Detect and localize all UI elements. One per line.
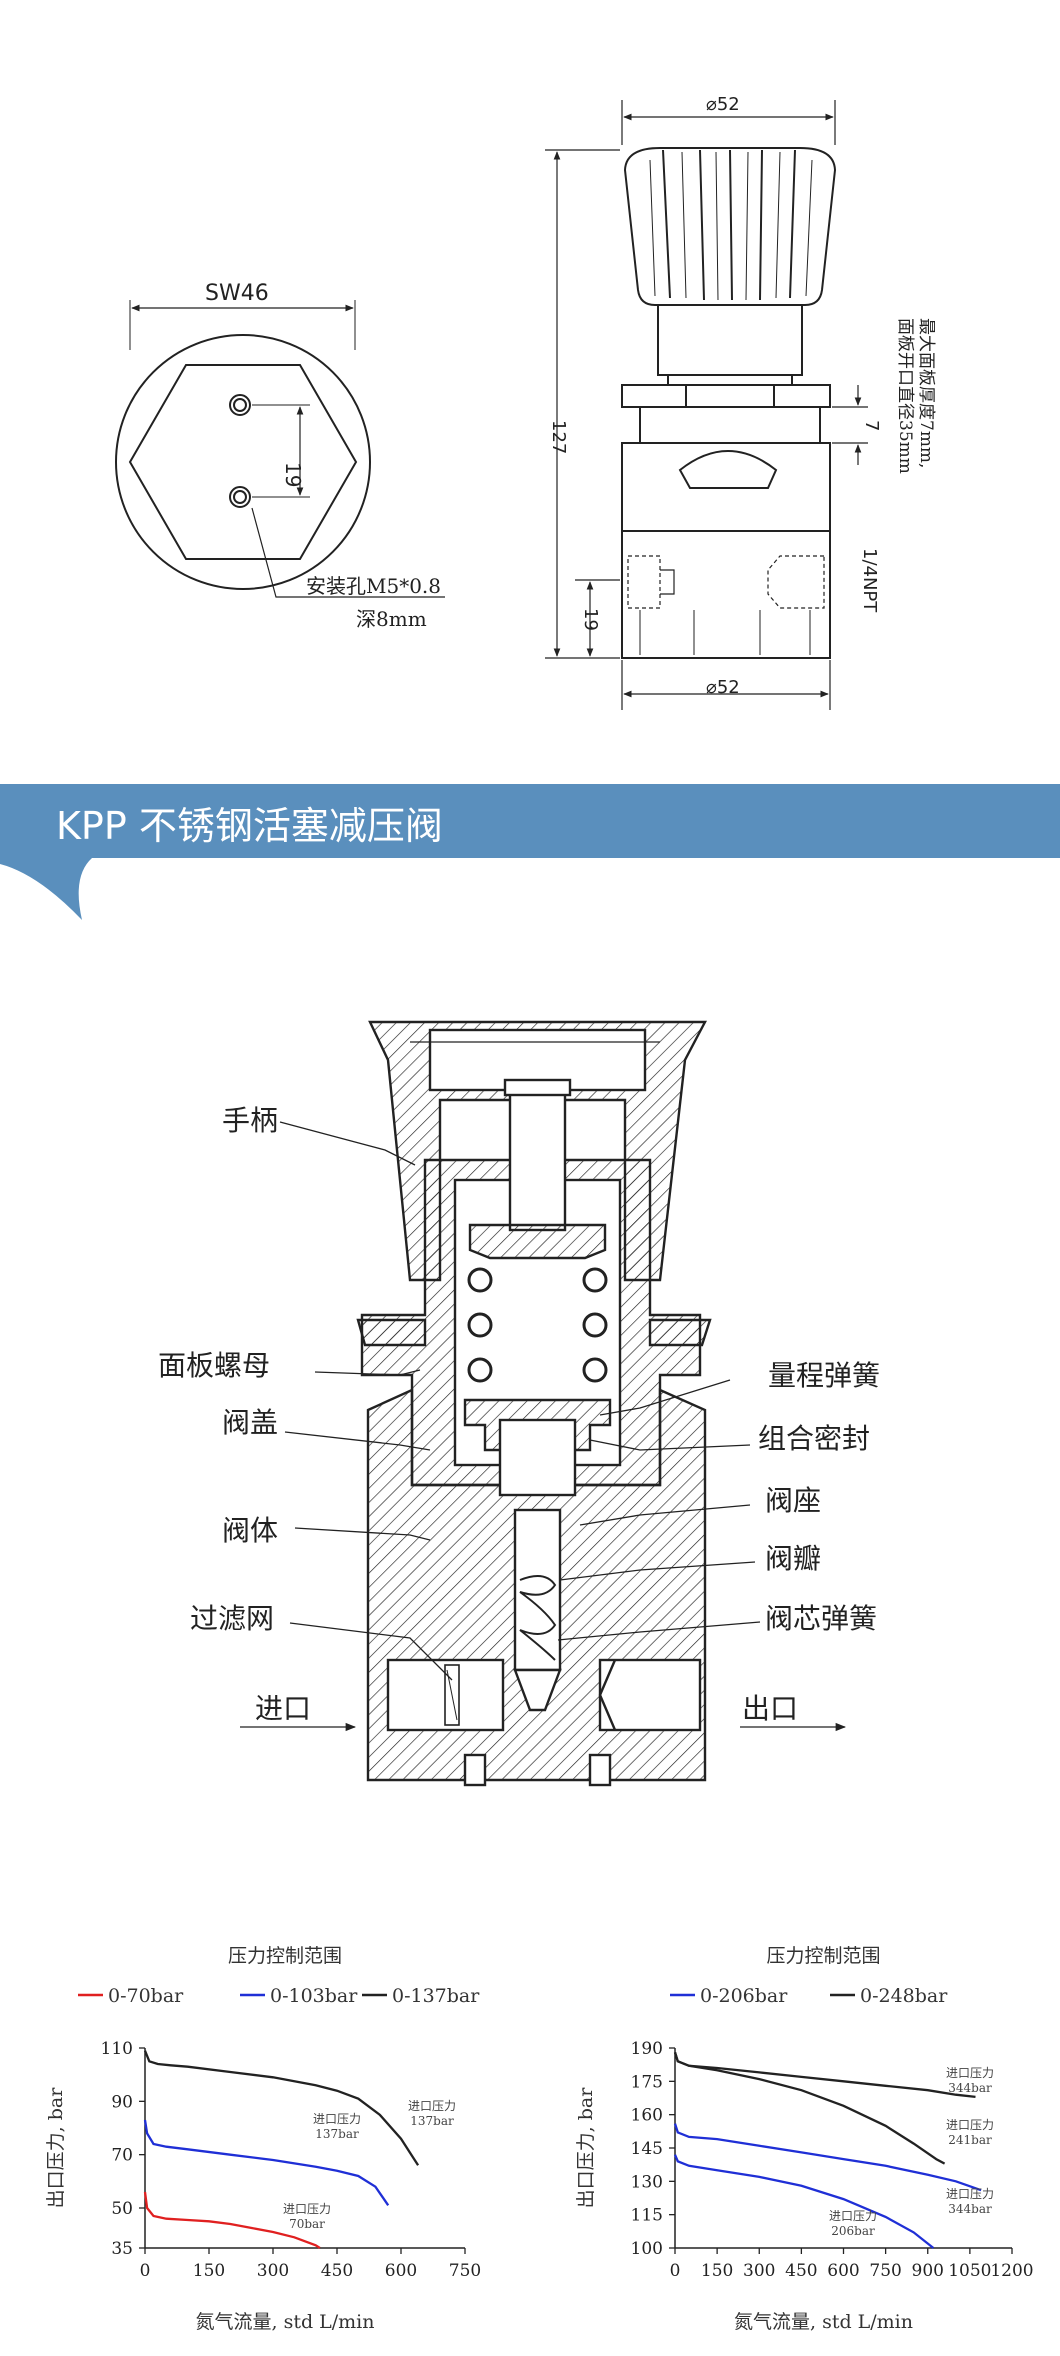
y-tick-label: 70 xyxy=(111,2146,133,2166)
series-annotation: 进口压力 xyxy=(283,2202,331,2216)
series-annotation: 进口压力 xyxy=(829,2209,877,2223)
series-line xyxy=(143,2050,420,2166)
section-banner xyxy=(0,784,1060,858)
series-line xyxy=(143,2191,321,2249)
y-axis-label: 出口压力, bar xyxy=(575,2087,597,2209)
port-height-label: 19 xyxy=(580,608,601,631)
series-annotation: 241bar xyxy=(948,2133,992,2147)
spacing-label: 19 xyxy=(281,462,305,487)
x-axis-label: 氮气流量, std L/min xyxy=(734,2311,913,2333)
label-poppet-spring: 阀芯弹簧 xyxy=(765,1602,877,1635)
y-tick-label: 115 xyxy=(631,2206,663,2226)
dimension-drawings: SW46 19 安装孔M5*0.8 深8mm xyxy=(115,94,936,710)
series-annotation: 344bar xyxy=(948,2081,992,2095)
series-line xyxy=(673,2052,976,2099)
series-annotation: 70bar xyxy=(289,2217,325,2231)
series-annotation: 344bar xyxy=(948,2202,992,2216)
x-tick-label: 450 xyxy=(321,2261,353,2281)
x-tick-label: 450 xyxy=(785,2261,817,2281)
y-tick-label: 50 xyxy=(111,2199,133,2219)
x-axis-label: 氮气流量, std L/min xyxy=(195,2311,374,2333)
label-inlet: 进口 xyxy=(255,1692,311,1725)
series-line xyxy=(143,2119,390,2206)
label-body: 阀体 xyxy=(222,1514,278,1547)
legend-label: 0-70bar xyxy=(108,1985,184,2007)
label-range-spring: 量程弹簧 xyxy=(768,1359,880,1392)
label-seat: 阀座 xyxy=(765,1484,821,1517)
y-tick-label: 160 xyxy=(631,2106,663,2126)
section-title: KPP 不锈钢活塞减压阀 xyxy=(56,804,443,848)
label-seal: 组合密封 xyxy=(758,1422,870,1455)
panel-note-1: 最大面板厚度7mm, xyxy=(916,318,936,468)
label-poppet: 阀瓣 xyxy=(765,1542,821,1575)
banner-tail-decoration xyxy=(0,858,92,920)
y-axis-label: 出口压力, bar xyxy=(45,2087,67,2209)
series-annotation: 进口压力 xyxy=(946,2118,994,2132)
mount-hole-label: 安装孔M5*0.8 xyxy=(306,574,441,598)
chart-title: 压力控制范围 xyxy=(766,1945,880,1967)
bottom-diameter-label: ⌀52 xyxy=(706,677,740,698)
label-outlet: 出口 xyxy=(742,1692,798,1725)
series-line xyxy=(673,2123,982,2192)
x-tick-label: 150 xyxy=(701,2261,733,2281)
y-tick-label: 190 xyxy=(631,2039,663,2059)
y-tick-label: 90 xyxy=(111,2092,133,2112)
series-line xyxy=(673,2154,935,2249)
y-tick-label: 35 xyxy=(111,2239,133,2259)
x-tick-label: 150 xyxy=(193,2261,225,2281)
y-tick-label: 100 xyxy=(631,2239,663,2259)
label-filter: 过滤网 xyxy=(190,1602,274,1635)
chart-title: 压力控制范围 xyxy=(228,1945,342,1967)
side-view-dimensions xyxy=(545,100,868,710)
mount-depth-label: 深8mm xyxy=(356,607,427,631)
y-tick-label: 145 xyxy=(631,2139,663,2159)
x-tick-label: 750 xyxy=(869,2261,901,2281)
label-panel-nut: 面板螺母 xyxy=(158,1349,270,1382)
legend-label: 0-103bar xyxy=(270,1985,358,2007)
x-tick-label: 300 xyxy=(257,2261,289,2281)
top-diameter-label: ⌀52 xyxy=(706,94,740,115)
series-line xyxy=(673,2052,946,2165)
x-tick-label: 1050 xyxy=(948,2261,991,2281)
pressure-chart-left: 压力控制范围 0-70bar 0-103bar 0-137bar 35 50 70 90 110… xyxy=(45,1945,481,2333)
height-label: 127 xyxy=(548,420,569,454)
x-tick-label: 600 xyxy=(385,2261,417,2281)
port-label: 1/4NPT xyxy=(859,548,880,613)
series-annotation: 137bar xyxy=(410,2114,454,2128)
pressure-chart-right: 压力控制范围 0-206bar 0-248bar 100 115 130 145 160 175… xyxy=(575,1945,1034,2333)
y-tick-label: 130 xyxy=(631,2172,663,2192)
label-handle: 手柄 xyxy=(222,1104,278,1137)
sw-label: SW46 xyxy=(205,281,269,306)
series-annotation: 进口压力 xyxy=(946,2187,994,2201)
x-tick-label: 0 xyxy=(140,2261,151,2281)
series-annotation: 进口压力 xyxy=(313,2112,361,2126)
x-tick-label: 600 xyxy=(827,2261,859,2281)
y-tick-label: 110 xyxy=(101,2039,133,2059)
label-bonnet: 阀盖 xyxy=(222,1406,278,1439)
top-view xyxy=(115,300,445,598)
x-tick-label: 0 xyxy=(670,2261,681,2281)
x-tick-label: 300 xyxy=(743,2261,775,2281)
x-tick-label: 900 xyxy=(912,2261,944,2281)
side-view xyxy=(621,147,837,659)
series-annotation: 137bar xyxy=(315,2127,359,2141)
y-tick-label: 175 xyxy=(631,2072,663,2092)
series-annotation: 进口压力 xyxy=(408,2099,456,2113)
legend-label: 0-206bar xyxy=(700,1985,788,2007)
legend-label: 0-248bar xyxy=(860,1985,948,2007)
cross-section-diagram: 手柄 面板螺母 阀盖 阀体 过滤网 进口 量程弹簧 组合密封 阀座 阀瓣 阀芯弹… xyxy=(158,1020,880,1787)
panel-note-2: 面板开口直径35mm xyxy=(895,318,915,474)
x-tick-label: 1200 xyxy=(990,2261,1033,2281)
series-annotation: 进口压力 xyxy=(946,2066,994,2080)
series-annotation: 206bar xyxy=(831,2224,875,2238)
legend-label: 0-137bar xyxy=(392,1985,480,2007)
x-tick-label: 750 xyxy=(449,2261,481,2281)
panel-thickness-label: 7 xyxy=(861,420,882,431)
